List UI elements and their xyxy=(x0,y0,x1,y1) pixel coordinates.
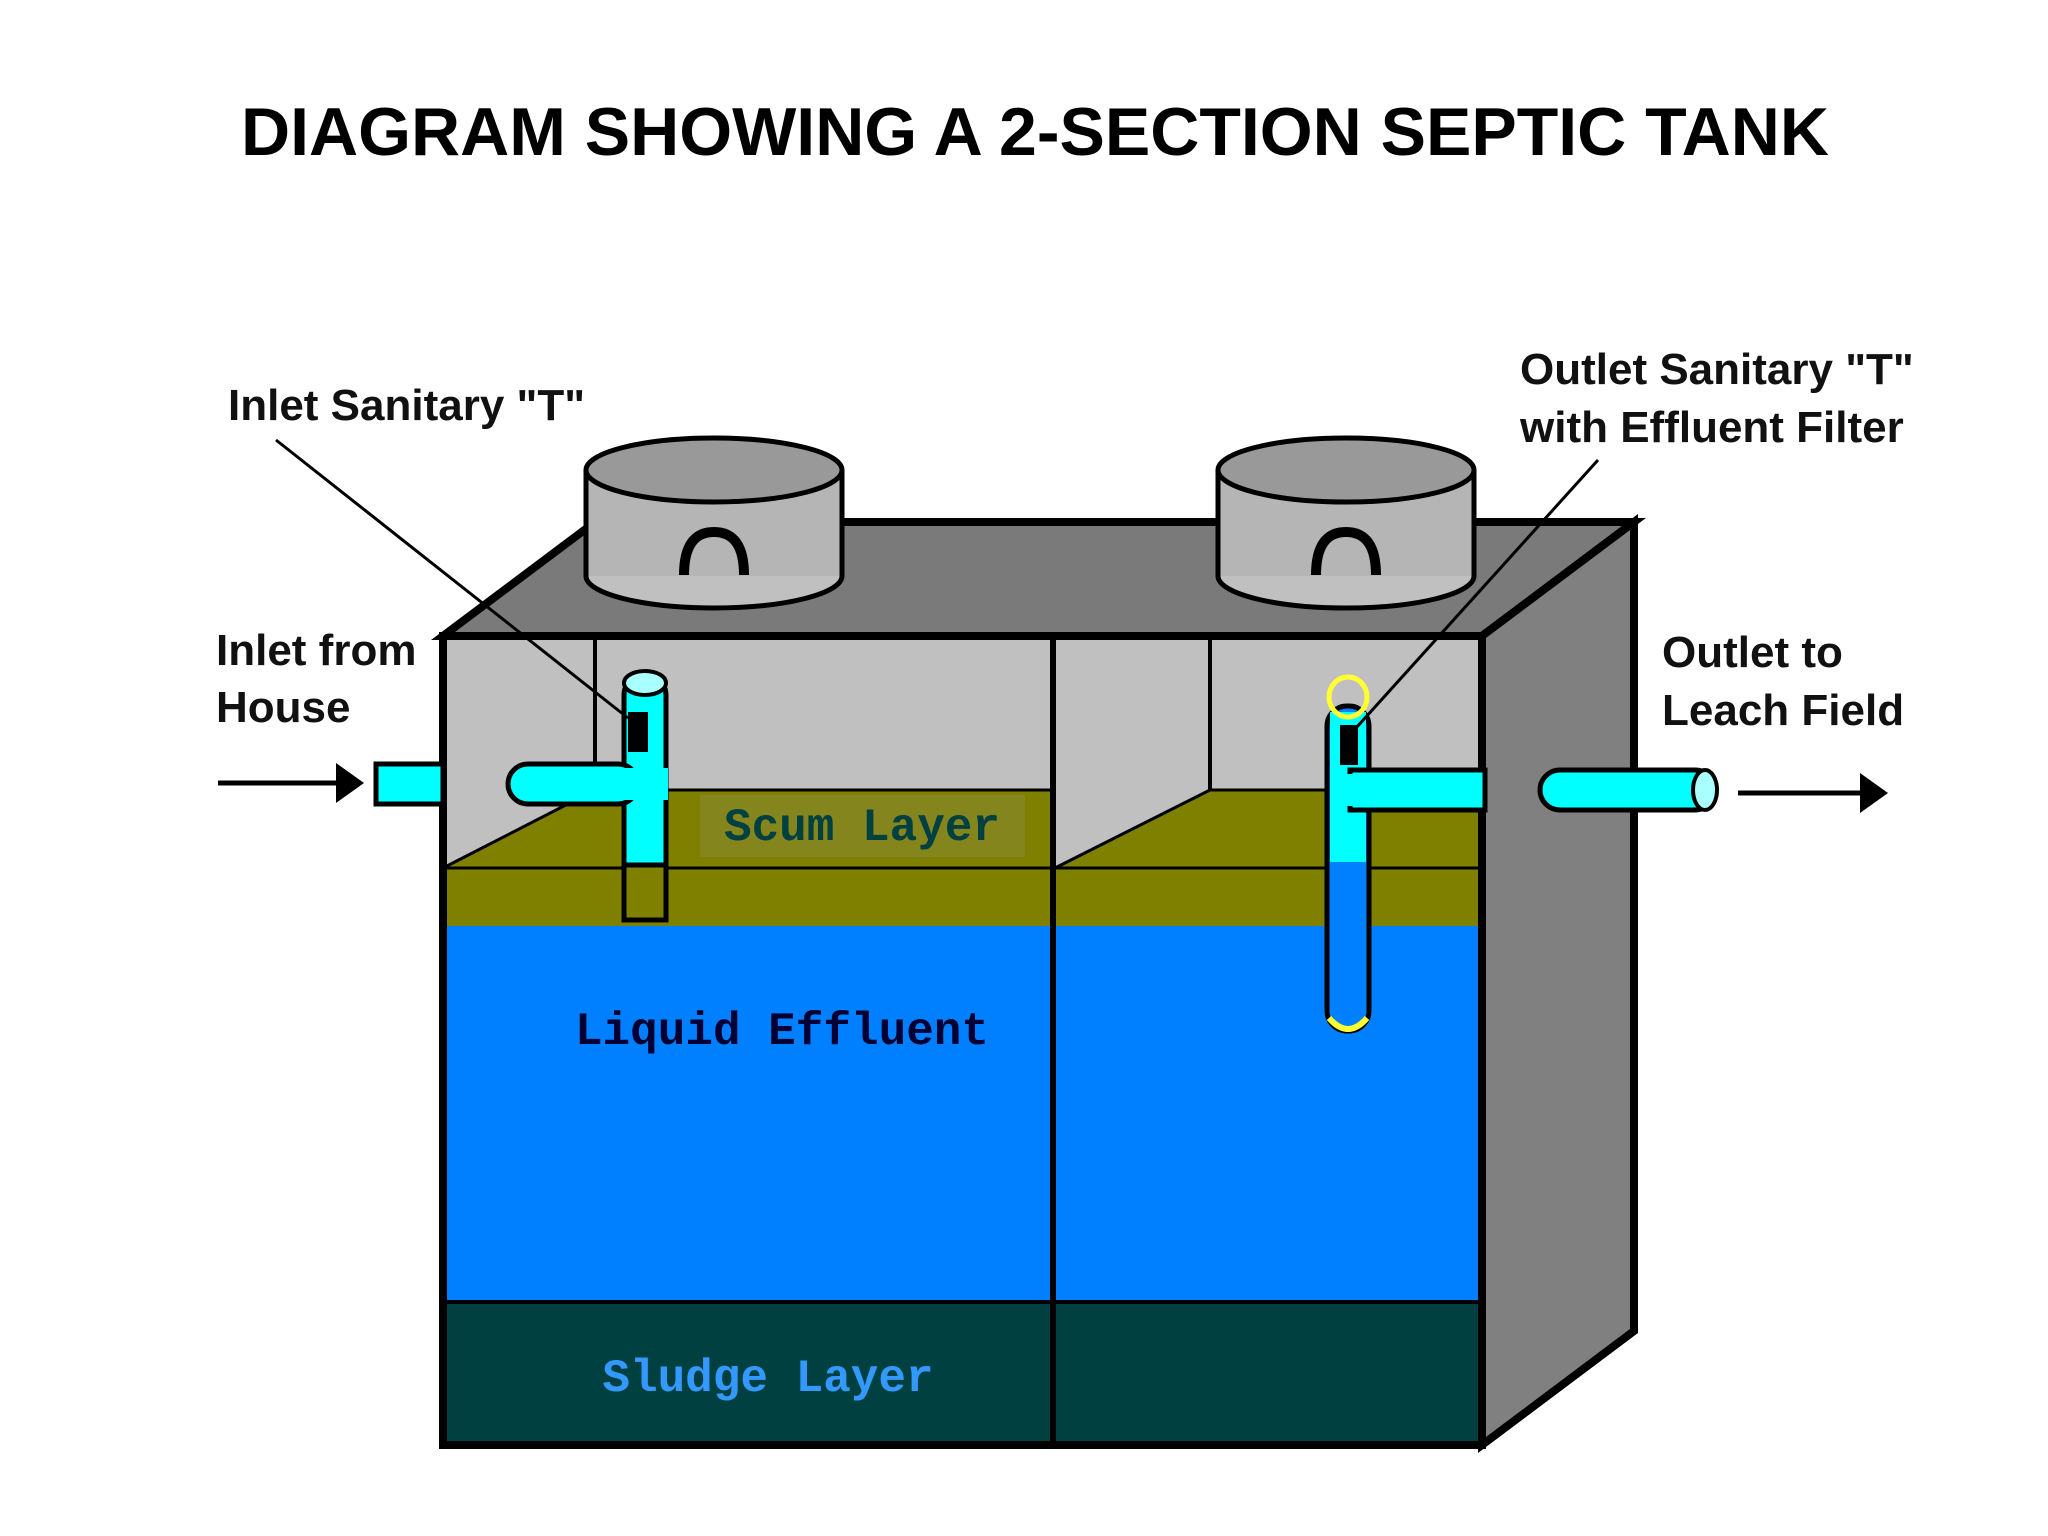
inlet-from-house-label-line1: Inlet from xyxy=(216,626,416,675)
scum-layer-label: Scum Layer xyxy=(724,802,1000,854)
sludge-layer-label: Sludge Layer xyxy=(602,1353,933,1405)
outlet-to-leach-field-label-line1: Outlet to xyxy=(1662,628,1843,677)
inlet-from-house-label-line2: House xyxy=(216,683,350,732)
outlet-sanitary-t-label-line1: Outlet Sanitary "T" xyxy=(1520,345,1914,394)
scum-edge-right xyxy=(1054,788,1211,870)
inlet-sanitary-t-label: Inlet Sanitary "T" xyxy=(228,381,585,430)
arrow-right-icon xyxy=(218,763,364,803)
lid-handle-icon xyxy=(1311,526,1381,576)
outlet-pipe-outside xyxy=(1537,767,1718,813)
inlet-pipe-outside xyxy=(373,761,446,807)
inlet-t-leader xyxy=(275,438,629,720)
arrow-right-icon xyxy=(1738,773,1888,813)
access-lid-left xyxy=(583,435,845,611)
effluent-filter-ring xyxy=(1326,674,1370,720)
tank-right-side xyxy=(1478,514,1638,1453)
scum-layer xyxy=(443,868,1482,926)
access-lid-right xyxy=(1215,435,1477,611)
sludge-layer xyxy=(443,1302,1482,1445)
liquid-effluent-layer xyxy=(443,926,1482,1302)
outlet-t-leader xyxy=(1354,458,1600,730)
outlet-to-leach-field-label-line2: Leach Field xyxy=(1662,686,1904,735)
outlet-sanitary-t-label-line2: with Effluent Filter xyxy=(1519,403,1904,452)
liquid-effluent-label: Liquid Effluent xyxy=(575,1006,989,1058)
inlet-sanitary-t xyxy=(505,669,669,923)
outlet-sanitary-t xyxy=(1324,674,1488,1034)
lid-handle-icon xyxy=(679,526,749,576)
scum-label-bg xyxy=(700,795,1025,857)
tank-front xyxy=(439,632,1486,1449)
diagram-title: DIAGRAM SHOWING A 2-SECTION SEPTIC TANK xyxy=(241,94,1829,170)
